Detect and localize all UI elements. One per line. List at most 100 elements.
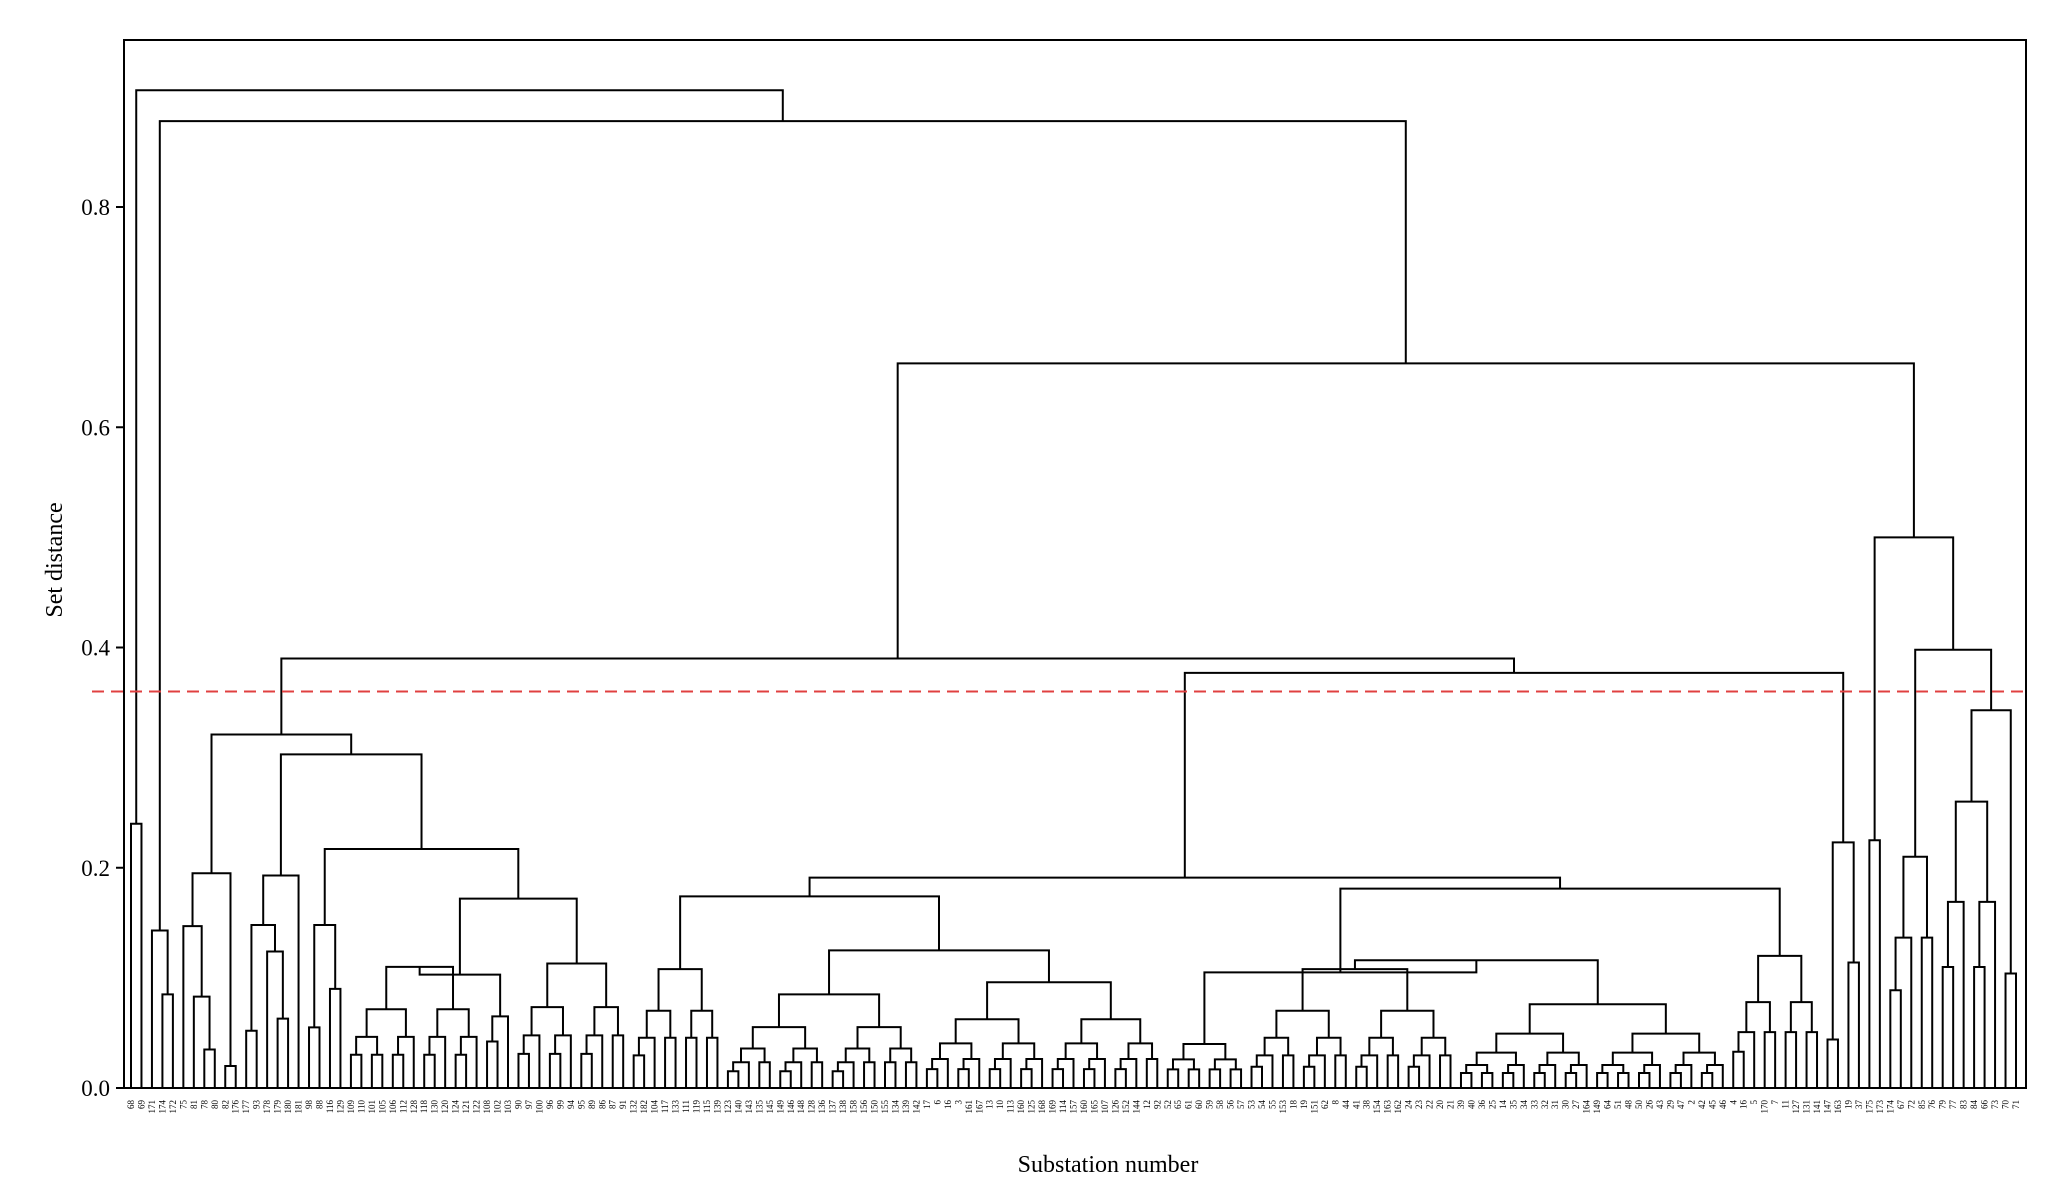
dendrogram-link — [1380, 1009, 1435, 1038]
dendrogram-link — [1732, 1050, 1745, 1088]
leaf-label: 39 — [1456, 1100, 1466, 1110]
dendrogram-link — [150, 929, 169, 1088]
leaf-label: 152 — [1121, 1100, 1131, 1114]
dendrogram-link — [645, 1009, 672, 1038]
y-tick-label: 0.6 — [81, 415, 110, 440]
leaf-label: 117 — [660, 1100, 670, 1114]
leaf-label: 11 — [1781, 1100, 1791, 1109]
dendrogram-link — [391, 1053, 405, 1088]
leaf-label: 2 — [1686, 1100, 1696, 1105]
dendrogram-link — [1596, 1072, 1609, 1088]
dendrogram-link — [957, 1068, 970, 1088]
leaf-label: 64 — [1603, 1100, 1613, 1110]
dendrogram-link — [2004, 972, 2017, 1088]
dendrogram-link — [954, 1018, 1020, 1044]
dendrogram-link — [751, 1026, 807, 1049]
dendrogram-link — [1459, 1072, 1473, 1088]
leaf-label: 127 — [1791, 1100, 1801, 1114]
dendrogram-link — [1784, 1031, 1798, 1088]
dendrogram-link — [1546, 1051, 1580, 1066]
dendrogram-link — [1507, 1064, 1525, 1088]
leaf-label: 55 — [1267, 1100, 1277, 1110]
dendrogram-link — [657, 968, 703, 1011]
leaf-label: 5 — [1749, 1100, 1759, 1105]
dendrogram-link — [1920, 936, 1934, 1088]
dendrogram-link — [1368, 1036, 1394, 1056]
leaf-label: 18 — [1288, 1100, 1298, 1110]
leaf-label: 141 — [1812, 1100, 1822, 1114]
dendrogram-link — [1970, 709, 2012, 974]
dendrogram-link — [1495, 1032, 1565, 1053]
leaf-label: 128 — [807, 1100, 817, 1114]
dendrogram-link — [262, 874, 300, 1088]
y-tick-label: 0.4 — [81, 636, 110, 661]
dendrogram-link — [585, 1034, 604, 1088]
dendrogram-link — [1954, 800, 1989, 902]
dendrogram-link — [1501, 1072, 1515, 1088]
leaf-label: 36 — [1477, 1100, 1487, 1110]
leaf-label: 62 — [1320, 1100, 1330, 1109]
leaf-label: 29 — [1665, 1100, 1675, 1110]
dendrogram-link — [397, 1035, 415, 1088]
dendrogram-link — [135, 89, 784, 824]
leaf-label: 148 — [796, 1100, 806, 1114]
dendrogram-link — [1308, 1054, 1326, 1088]
leaf-label: 7 — [1770, 1100, 1780, 1105]
dendrogram-link — [836, 1061, 855, 1088]
dendrogram-link — [1213, 1058, 1237, 1070]
leaf-label: 90 — [513, 1100, 523, 1110]
leaf-label: 45 — [1707, 1100, 1717, 1110]
dendrogram-link — [779, 1070, 792, 1088]
leaf-label: 60 — [1194, 1100, 1204, 1110]
leaf-label: 34 — [1519, 1100, 1529, 1110]
leaf-label: 3 — [953, 1100, 963, 1105]
dendrogram-link — [808, 876, 1562, 897]
leaf-label: 104 — [650, 1100, 660, 1114]
leaf-label: 30 — [1561, 1100, 1571, 1110]
leaf-label: 35 — [1508, 1100, 1518, 1110]
leaf-label: 27 — [1571, 1100, 1581, 1110]
dendrogram-link — [454, 1053, 468, 1088]
leaf-label: 21 — [1446, 1100, 1456, 1109]
leaf-label: 95 — [576, 1100, 586, 1110]
dendrogram-link — [1638, 1072, 1651, 1088]
leaf-label: 143 — [744, 1100, 754, 1114]
dendrogram-link — [1420, 1036, 1447, 1056]
dendrogram-link — [313, 924, 337, 1028]
dendrogram-link — [517, 1052, 530, 1088]
dendrogram-link — [904, 1061, 918, 1088]
leaf-label: 163 — [1383, 1100, 1393, 1114]
leaf-label: 99 — [555, 1100, 565, 1110]
leaf-label: 85 — [1917, 1100, 1927, 1110]
dendrogram-link — [1407, 1065, 1421, 1088]
leaf-label: 174 — [157, 1100, 167, 1114]
dendrogram-link — [1281, 1054, 1295, 1088]
leaf-label: 75 — [178, 1100, 188, 1110]
dendrogram-link — [423, 1053, 436, 1088]
plot-frame — [123, 39, 2027, 1089]
dendrogram-link — [1145, 1057, 1159, 1088]
leaf-label: 97 — [524, 1100, 534, 1110]
dendrogram-link — [988, 1068, 1002, 1088]
leaf-label: 22 — [1425, 1100, 1435, 1109]
leaf-label: 80 — [210, 1100, 220, 1110]
leaf-label: 137 — [828, 1100, 838, 1114]
dendrogram-link — [1631, 1032, 1701, 1053]
dendrogram-links — [130, 89, 2017, 1088]
y-axis-title: Set distance — [42, 502, 68, 617]
leaf-label: 67 — [1896, 1100, 1906, 1110]
leaf-label: 165 — [1089, 1100, 1099, 1114]
leaf-label: 101 — [367, 1100, 377, 1114]
leaf-label: 130 — [430, 1100, 440, 1114]
dendrogram-link — [611, 1034, 625, 1088]
dendrogram-link — [1119, 1057, 1138, 1088]
leaf-label: 139 — [901, 1100, 911, 1114]
leaf-label: 31 — [1550, 1100, 1560, 1109]
dendrogram-link — [1051, 1068, 1065, 1088]
dendrogram-link — [690, 1009, 714, 1038]
dendrogram-link — [546, 962, 608, 1008]
leaf-label: 66 — [1980, 1100, 1990, 1110]
leaf-label: 167 — [974, 1100, 984, 1114]
leaf-label: 149 — [775, 1100, 785, 1114]
